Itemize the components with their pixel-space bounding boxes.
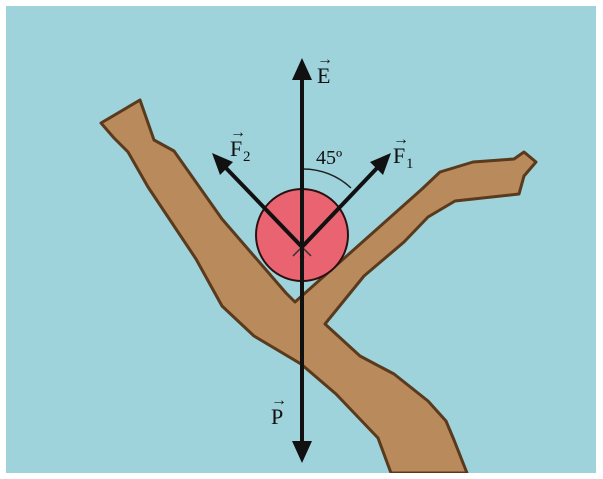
force-arrow-e-head	[292, 58, 312, 80]
force-arrow-f1-head	[370, 153, 391, 175]
force-diagram: E → F 1 → F 2 → P → 45º	[99, 51, 538, 473]
label-e-text: E	[317, 63, 330, 88]
force-arrow-f1	[300, 165, 380, 249]
tree-branch	[99, 98, 538, 473]
label-p-text: P	[271, 404, 283, 429]
label-f2-subscript: 2	[243, 149, 251, 165]
label-f2-vector-mark: →	[230, 124, 246, 141]
label-f1: F 1 →	[393, 131, 414, 172]
label-f2-text: F	[230, 136, 242, 161]
label-f1-subscript: 1	[406, 156, 414, 172]
label-e-vector-mark: →	[317, 51, 333, 68]
diagram-frame: E → F 1 → F 2 → P → 45º	[6, 6, 596, 473]
force-arrow-p-head	[292, 441, 312, 463]
label-p: P →	[271, 392, 287, 429]
force-arrow-f2	[223, 165, 304, 249]
angle-arc	[301, 168, 352, 189]
angle-label: 45º	[316, 147, 342, 169]
label-f2: F 2 →	[230, 124, 251, 165]
label-f1-text: F	[393, 143, 405, 168]
label-f1-vector-mark: →	[393, 131, 409, 148]
label-p-vector-mark: →	[271, 392, 287, 409]
force-arrow-f2-head	[212, 153, 233, 175]
label-e: E →	[317, 51, 333, 88]
